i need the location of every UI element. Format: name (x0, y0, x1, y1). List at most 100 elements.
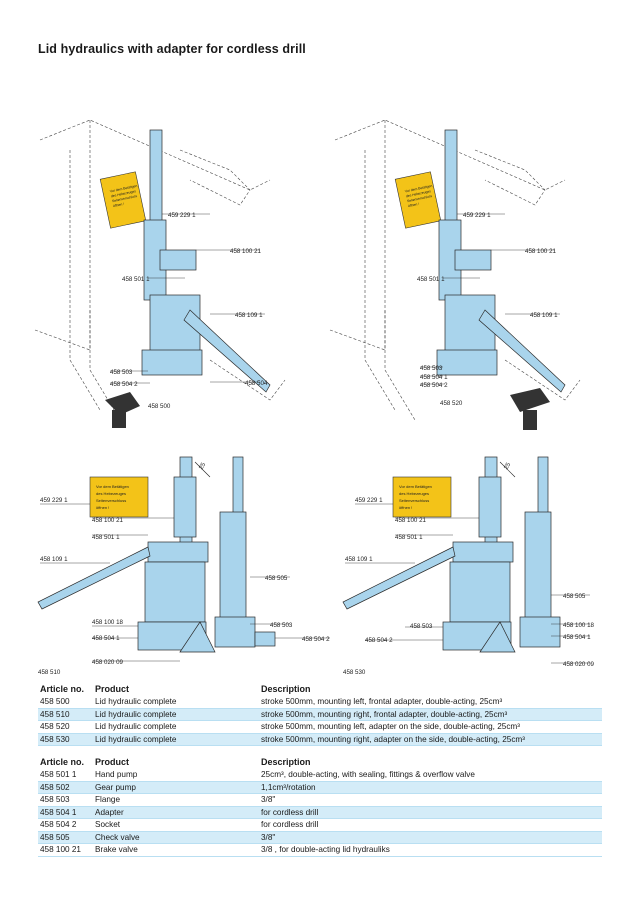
label: 458 109 1 (345, 556, 373, 563)
cordless-drill (105, 392, 140, 428)
label: 458 100 21 (395, 517, 427, 524)
svg-text:öffnen !: öffnen ! (113, 202, 125, 208)
svg-text:Seitenverschluss: Seitenverschluss (96, 498, 126, 503)
cordless-drill (510, 388, 550, 430)
label: 458 100 18 (92, 619, 124, 626)
label: 458 501 1 (395, 534, 423, 541)
hydraulic-unit (436, 129, 566, 393)
page-title: Lid hydraulics with adapter for cordless… (38, 42, 306, 56)
label: 458 504 2 (365, 637, 393, 644)
label: 458 505 (265, 575, 288, 582)
hydraulic-unit-front (342, 456, 516, 653)
svg-text:Vor dem Betätigen: Vor dem Betätigen (399, 484, 432, 489)
dimension-label: 25 (503, 461, 513, 471)
label: 458 503 (110, 369, 133, 376)
label: 458 504 2 (302, 636, 330, 643)
header-description: Description (261, 757, 311, 767)
label: 458 109 1 (40, 556, 68, 563)
label: 458 100 21 (92, 517, 124, 524)
svg-text:des Hebezeuges: des Hebezeuges (406, 189, 432, 198)
components-table: Article no. Product Description 458 501 … (38, 756, 602, 857)
leader-lines (420, 213, 560, 385)
label: 458 109 1 (530, 312, 558, 319)
warning-sign (99, 171, 147, 229)
figure-458-510: Vor dem Betätigen des Hebezeuges Seitenv… (37, 456, 330, 676)
table-header: Article no. Product Description (38, 683, 602, 696)
label: 458 504 2 (110, 381, 138, 388)
label: 458 501 1 (417, 276, 445, 283)
header-product: Product (95, 757, 130, 767)
warning-sign-text: Vor dem Betätigen des Hebezeuges Seitenv… (110, 184, 138, 208)
header-description: Description (261, 684, 311, 694)
label: 458 504 (245, 380, 268, 387)
label: 458 501 1 (122, 276, 150, 283)
leader-lines (110, 213, 265, 384)
header-product: Product (95, 684, 130, 694)
warning-sign (394, 171, 442, 229)
dimension-25 (499, 461, 516, 478)
label: 459 229 1 (355, 497, 383, 504)
hydraulic-unit (141, 129, 271, 393)
label: 459 229 1 (463, 212, 491, 219)
label: 458 100 21 (525, 248, 557, 255)
label: 458 504 1 (92, 635, 120, 642)
label: 458 505 (563, 593, 586, 600)
figure-458-530: Vor dem Betätigen des Hebezeuges Seitenv… (342, 456, 595, 676)
figure-458-500: Vor dem Betätigen des Hebezeuges Seitenv… (34, 119, 286, 428)
warning-sign (89, 476, 149, 518)
svg-text:des Hebezeuges: des Hebezeuges (111, 189, 137, 198)
table-header: Article no. Product Description (38, 756, 602, 769)
hydraulic-unit-side (519, 456, 561, 648)
svg-text:Seitenverschluss: Seitenverschluss (407, 194, 433, 203)
hydraulic-unit-front (37, 456, 216, 653)
label: 458 501 1 (92, 534, 120, 541)
svg-text:Vor dem Betätigen: Vor dem Betätigen (96, 484, 129, 489)
svg-text:Vor dem Betätigen: Vor dem Betätigen (110, 184, 138, 194)
svg-text:Seitenverschluss: Seitenverschluss (112, 194, 138, 203)
label: 458 504 1 (420, 374, 448, 381)
svg-text:öffnen !: öffnen ! (408, 202, 420, 208)
warning-sign (392, 476, 452, 518)
figure-458-520: Vor dem Betätigen des Hebezeuges Seitenv… (329, 119, 581, 430)
svg-text:öffnen !: öffnen ! (96, 505, 109, 510)
svg-text:öffnen !: öffnen ! (399, 505, 412, 510)
header-article-no: Article no. (40, 757, 85, 767)
figure-id: 458 530 (343, 669, 366, 676)
label: 458 109 1 (235, 312, 263, 319)
label: 458 503 (420, 365, 443, 372)
label: 459 229 1 (168, 212, 196, 219)
label: 458 504 2 (420, 382, 448, 389)
label: 458 503 (410, 623, 433, 630)
frame-outline (329, 119, 581, 421)
figure-id: 458 510 (38, 669, 61, 676)
label: 458 100 21 (230, 248, 262, 255)
figure-id: 458 520 (440, 400, 463, 407)
label: 459 229 1 (40, 497, 68, 504)
svg-text:des Hebezeuges: des Hebezeuges (399, 491, 429, 496)
dimension-label: 25 (198, 461, 208, 471)
frame-outline (34, 119, 286, 421)
label: 458 020 09 (563, 661, 595, 668)
dimension-25 (194, 461, 211, 478)
label: 458 503 (270, 622, 293, 629)
svg-text:des Hebezeuges: des Hebezeuges (96, 491, 126, 496)
hydraulic-unit-side (214, 456, 276, 648)
warning-sign-text: Vor dem Betätigen des Hebezeuges Seitenv… (96, 484, 129, 510)
warning-sign-text: Vor dem Betätigen des Hebezeuges Seitenv… (399, 484, 432, 510)
label: 458 100 18 (563, 622, 595, 629)
svg-text:Seitenverschluss: Seitenverschluss (399, 498, 429, 503)
warning-sign-text: Vor dem Betätigen des Hebezeuges Seitenv… (405, 184, 433, 208)
figure-id: 458 500 (148, 403, 171, 410)
